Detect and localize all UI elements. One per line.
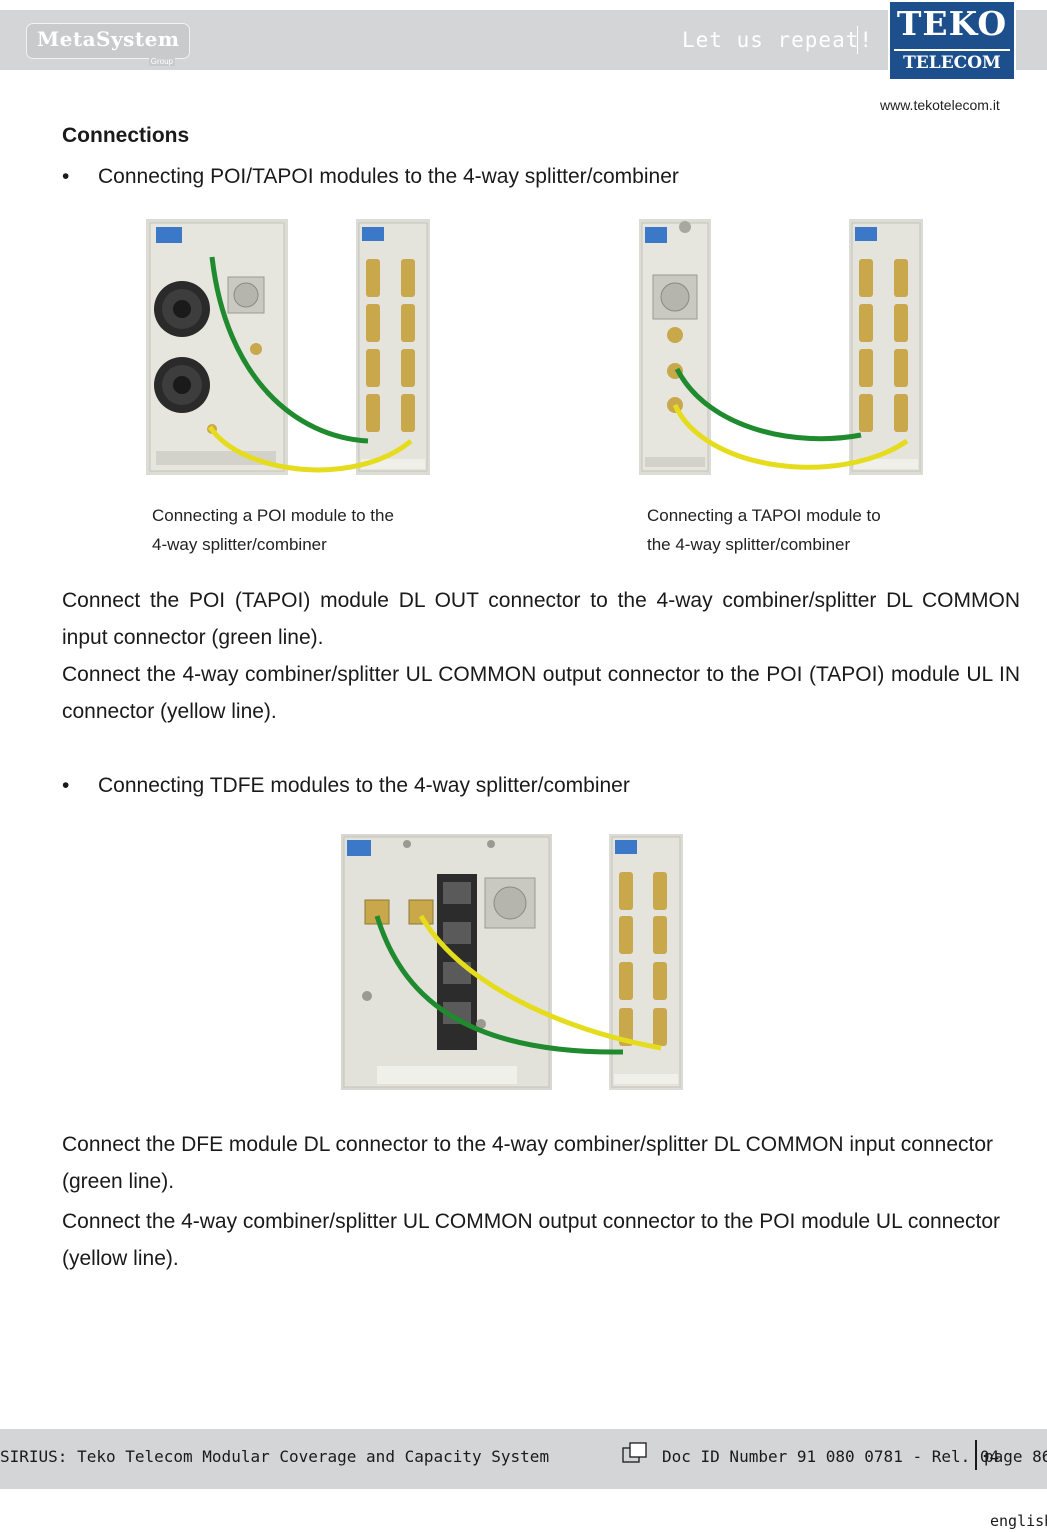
- bullet-text: Connecting TDFE modules to the 4-way spl…: [98, 774, 630, 797]
- language-label: english: [990, 1512, 1047, 1530]
- metasystem-logo: MetaSystem Group: [26, 23, 190, 66]
- paragraph-dfe-ul-connection: Connect the 4-way combiner/splitter UL C…: [62, 1210, 1001, 1270]
- teko-logo-rule: [894, 49, 1010, 51]
- teko-logo-top: TEKO: [896, 4, 1008, 43]
- footer-bar: [0, 1429, 1047, 1489]
- tapoi-connection-photo: [639, 219, 923, 475]
- bullet-item-poi-tapoi: • Connecting POI/TAPOI modules to the 4-…: [62, 165, 962, 195]
- caption-poi-line1: Connecting a POI module to the: [152, 506, 394, 525]
- website-link[interactable]: www.tekotelecom.it: [880, 97, 1000, 113]
- caption-poi: Connecting a POI module to the 4-way spl…: [152, 501, 394, 559]
- header-tagline: Let us repeat!: [682, 28, 874, 52]
- caption-tapoi: Connecting a TAPOI module to the 4-way s…: [647, 501, 881, 559]
- teko-logo-bottom: TELECOM: [903, 53, 1001, 73]
- header-separator: [857, 26, 858, 54]
- document-icon: [622, 1442, 647, 1463]
- paragraph-dl-connection: Connect the POI (TAPOI) module DL OUT co…: [62, 589, 1020, 649]
- caption-tapoi-line1: Connecting a TAPOI module to: [647, 506, 881, 525]
- bullet-text: Connecting POI/TAPOI modules to the 4-wa…: [98, 165, 679, 188]
- teko-telecom-logo: TEKO TELECOM: [888, 0, 1016, 81]
- paragraph-dfe-dl-connection: Connect the DFE module DL connector to t…: [62, 1133, 994, 1193]
- footer-document-title: SIRIUS: Teko Telecom Modular Coverage an…: [0, 1447, 550, 1466]
- footer-doc-id: Doc ID Number 91 080 0781 - Rel. 04: [662, 1447, 1000, 1466]
- footer-separator: [975, 1440, 977, 1470]
- footer-page-number: page 86: [984, 1447, 1047, 1466]
- metasystem-logo-name: MetaSystem: [37, 27, 180, 51]
- bullet-icon: •: [62, 165, 70, 188]
- caption-poi-line2: 4-way splitter/combiner: [152, 535, 327, 554]
- section-title: Connections: [62, 124, 190, 147]
- tdfe-connection-photo: [341, 834, 683, 1090]
- poi-connection-photo: [146, 219, 430, 475]
- bullet-icon: •: [62, 774, 70, 797]
- paragraph-ul-connection: Connect the 4-way combiner/splitter UL C…: [62, 663, 1020, 723]
- metasystem-logo-sub: Group: [148, 57, 175, 66]
- bullet-item-tdfe: • Connecting TDFE modules to the 4-way s…: [62, 774, 962, 804]
- caption-tapoi-line2: the 4-way splitter/combiner: [647, 535, 851, 554]
